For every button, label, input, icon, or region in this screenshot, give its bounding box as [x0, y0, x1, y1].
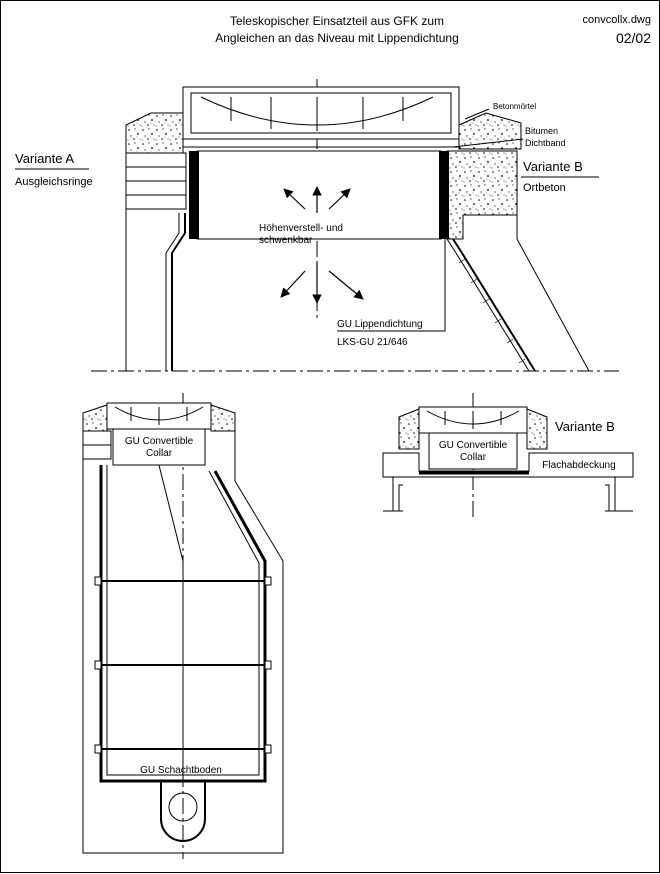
title-line-1: Teleskopischer Einsatzteil aus GFK zum [230, 14, 444, 28]
right-cone-hatch [458, 258, 526, 364]
left-mortar-bed [125, 112, 184, 154]
bl-pipe [168, 792, 198, 822]
grade-ring-4 [125, 194, 187, 210]
right-ortbeton [446, 150, 518, 240]
bl-cone-line [158, 464, 184, 562]
grade-ring-1 [125, 152, 187, 168]
br-label-collar-1: GU Convertible [439, 440, 508, 451]
grade-ring-3 [125, 180, 187, 196]
bl-label-collar-1: GU Convertible [125, 436, 194, 447]
label-hoehenverstell-2: schwenkbar [259, 235, 313, 246]
left-cone-wall [165, 213, 180, 371]
label-variante-a: Variante A [15, 151, 74, 166]
right-mortar-bed [458, 112, 522, 150]
adjust-arrows [280, 186, 364, 304]
bl-label-schachtboden: GU Schachtboden [140, 765, 222, 776]
label-dichtband: Dichtband [525, 138, 566, 148]
leader-betonmoertel [464, 108, 490, 120]
bl-collar [112, 428, 206, 466]
bottom-right-labels: Variante B GU Convertible Collar Flachab… [439, 419, 616, 471]
bl-shaft-liner [99, 465, 267, 783]
br-label-flachabdeckung: Flachabdeckung [542, 460, 615, 471]
bl-outer-structure [82, 413, 284, 854]
label-betonmoertel: Betonmörtel [493, 102, 536, 111]
header: Teleskopischer Einsatzteil aus GFK zum A… [215, 14, 651, 46]
label-lippendichtung: GU Lippendichtung [337, 319, 423, 330]
label-lks: LKS-GU 21/646 [337, 337, 408, 348]
br-flat-slab [382, 452, 634, 478]
label-ausgleichsringe: Ausgleichsringe [15, 176, 93, 188]
label-variante-b: Variante B [523, 159, 583, 174]
br-collar [428, 432, 518, 470]
page-number: 02/02 [616, 30, 651, 46]
right-cone-wall [446, 238, 530, 372]
top-section-view [15, 79, 619, 372]
leader-lippendichtung [337, 239, 446, 332]
bottom-left-view [82, 393, 284, 859]
label-hoehenverstell-1: Höhenverstell- und [259, 223, 343, 234]
bottom-left-labels: GU Convertible Collar GU Schachtboden [125, 436, 222, 776]
br-label-collar-2: Collar [460, 452, 487, 463]
label-bitumen: Bitumen [525, 126, 558, 136]
top-labels: Variante A Ausgleichsringe Betonmörtel B… [15, 102, 583, 348]
left-lip-seal [189, 151, 199, 239]
cover-frame-inner [190, 92, 452, 134]
label-ortbeton: Ortbeton [523, 182, 566, 194]
title-line-2: Angleichen an das Niveau mit Lippendicht… [215, 31, 459, 45]
br-label-variante-b: Variante B [555, 419, 615, 434]
leader-bitumen [452, 138, 524, 148]
right-lip-seal [439, 151, 449, 239]
bl-label-collar-2: Collar [146, 448, 173, 459]
bottom-right-view [382, 393, 634, 521]
right-outer-wall [516, 215, 590, 372]
left-cone-liner [171, 213, 186, 371]
file-name: convcollx.dwg [583, 14, 651, 26]
grade-ring-2 [125, 166, 187, 182]
right-cone-liner [452, 238, 536, 372]
bl-shaft-inner [106, 465, 260, 776]
bl-base-channel [160, 781, 206, 842]
